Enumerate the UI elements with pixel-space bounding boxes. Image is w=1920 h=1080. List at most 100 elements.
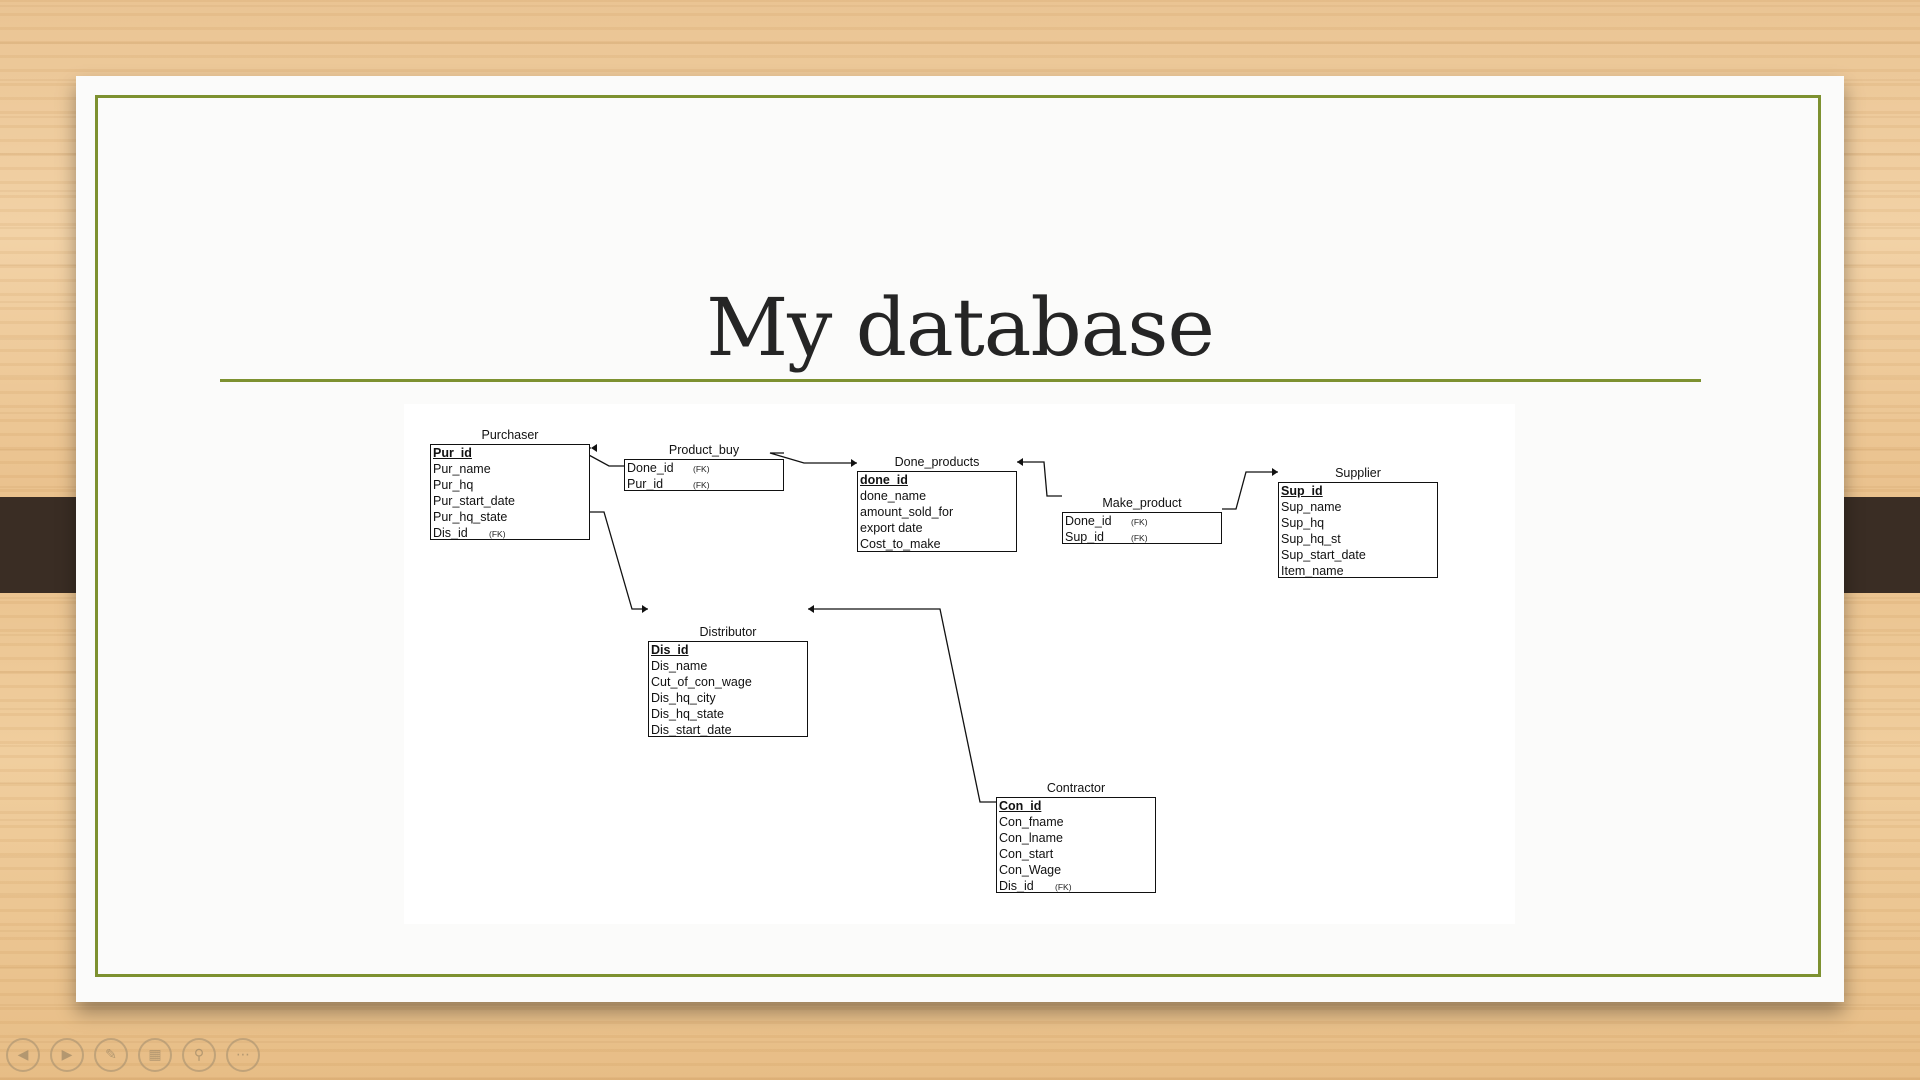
entity-field: Pur_name	[433, 461, 589, 477]
field-label: Pur_id	[627, 477, 664, 491]
slide-title: My database	[706, 281, 1215, 374]
next-icon[interactable]: ▶	[50, 1038, 84, 1072]
foreign-key-field: Dis_id (FK)	[999, 878, 1155, 894]
foreign-key-field: Dis_id (FK)	[433, 525, 589, 541]
foreign-key-field: Done_id(FK)	[1065, 513, 1221, 529]
slides-grid-icon[interactable]: ▦	[138, 1038, 172, 1072]
entity-field: Sup_name	[1281, 499, 1437, 515]
rel-purchaser-distributor	[590, 511, 648, 610]
field-label: Dis_hq_city	[651, 691, 716, 705]
entity-field: export date	[860, 520, 1016, 536]
rel-product-buy-purchaser-arrowhead	[591, 444, 597, 452]
more-icon[interactable]: ⋯	[226, 1038, 260, 1072]
field-label: Con_id	[999, 799, 1042, 813]
field-label: Sup_hq	[1281, 516, 1325, 530]
field-label: Sup_name	[1281, 500, 1342, 514]
field-label: Con_fname	[999, 815, 1064, 829]
entity-field: Pur_start_date	[433, 493, 589, 509]
fk-marker: (FK)	[1055, 882, 1072, 892]
fk-marker: (FK)	[693, 480, 710, 490]
rel-make-product-done-products	[1017, 461, 1062, 497]
relationship-lines	[575, 444, 1278, 803]
fk-marker: (FK)	[1131, 517, 1148, 527]
entity-field: amount_sold_for	[860, 504, 1016, 520]
foreign-key-field: Sup_id(FK)	[1065, 529, 1221, 545]
entity-field: Cut_of_con_wage	[651, 674, 807, 690]
entity-field: Sup_hq_st	[1281, 531, 1437, 547]
field-label: Pur_hq	[433, 478, 474, 492]
entity-title: Supplier	[1335, 466, 1381, 480]
field-label: Item_name	[1281, 564, 1344, 578]
field-label: Dis_id	[433, 526, 468, 540]
rel-purchaser-distributor-arrowhead	[642, 605, 648, 613]
field-label: Cut_of_con_wage	[651, 675, 752, 689]
entity-title: Purchaser	[481, 428, 539, 442]
field-label: Pur_start_date	[433, 494, 515, 508]
entity-field: Pur_hq_state	[433, 509, 589, 525]
entity-box: Done_id(FK)Sup_id(FK)	[1062, 512, 1222, 544]
rel-make-product-supplier	[1222, 471, 1278, 510]
field-label: export date	[860, 521, 923, 535]
field-label: Cost_to_make	[860, 537, 941, 551]
slideshow-controls: ◀ ▶ ✎ ▦ ⚲ ⋯	[6, 1038, 260, 1074]
rel-make-product-supplier-arrowhead	[1272, 468, 1278, 476]
entity-field: Pur_hq	[433, 477, 589, 493]
entity-field: Dis_start_date	[651, 722, 807, 738]
entity-done-products: Done_products done_id done_name amount_sol…	[857, 455, 1017, 552]
field-label: Sup_hq_st	[1281, 532, 1341, 546]
entity-title: Make_product	[1102, 496, 1182, 510]
field-label: Dis_id	[999, 879, 1034, 893]
rel-make-product-done-products-arrowhead	[1017, 458, 1023, 466]
entity-field: Cost_to_make	[860, 536, 1016, 552]
field-label: Sup_id	[1281, 484, 1323, 498]
field-label: done_id	[860, 473, 908, 487]
foreign-key-field: Pur_id (FK)	[627, 476, 783, 492]
field-label: Done_id	[627, 461, 674, 475]
field-label: Dis_id	[651, 643, 689, 657]
previous-icon[interactable]: ◀	[6, 1038, 40, 1072]
field-label: Pur_hq_state	[433, 510, 508, 524]
field-label: Sup_start_date	[1281, 548, 1366, 562]
entity-field: Dis_hq_city	[651, 690, 807, 706]
field-label: Sup_id	[1065, 530, 1104, 544]
primary-key-field: Sup_id	[1281, 483, 1437, 499]
field-label: Dis_start_date	[651, 723, 732, 737]
entity-field: Sup_start_date	[1281, 547, 1437, 563]
entity-box: Done_id (FK) Pur_id (FK)	[624, 459, 784, 491]
entity-title: Done_products	[894, 455, 980, 469]
field-label: amount_sold_for	[860, 505, 954, 519]
entity-title: Product_buy	[668, 443, 740, 457]
primary-key-field: Con_id	[999, 798, 1155, 814]
rel-contractor-distributor-arrowhead	[808, 605, 814, 613]
title-divider	[220, 379, 1701, 382]
fk-marker: (FK)	[489, 529, 506, 539]
field-label: Con_Wage	[999, 863, 1062, 877]
zoom-icon[interactable]: ⚲	[182, 1038, 216, 1072]
entity-field: Con_fname	[999, 814, 1155, 830]
entity-product-buy: Product_buy Done_id (FK) Pur_id (FK)	[624, 443, 784, 491]
field-label: Con_start	[999, 847, 1054, 861]
entity-field: done_name	[860, 488, 1016, 504]
rel-product-buy-done-products-arrowhead	[851, 459, 857, 467]
field-label: Pur_id	[433, 446, 472, 460]
slide-frame	[95, 95, 1821, 977]
entity-field: Con_start	[999, 846, 1155, 862]
entity-field: Con_lname	[999, 830, 1155, 846]
field-label: Dis_name	[651, 659, 708, 673]
primary-key-field: Pur_id	[433, 445, 589, 461]
entity-field: Item_name	[1281, 563, 1437, 579]
entity-title: Contractor	[1046, 781, 1106, 795]
entity-field: Sup_hq	[1281, 515, 1437, 531]
fk-marker: (FK)	[693, 464, 710, 474]
entity-field: Con_Wage	[999, 862, 1155, 878]
field-label: done_name	[860, 489, 927, 503]
pen-icon[interactable]: ✎	[94, 1038, 128, 1072]
